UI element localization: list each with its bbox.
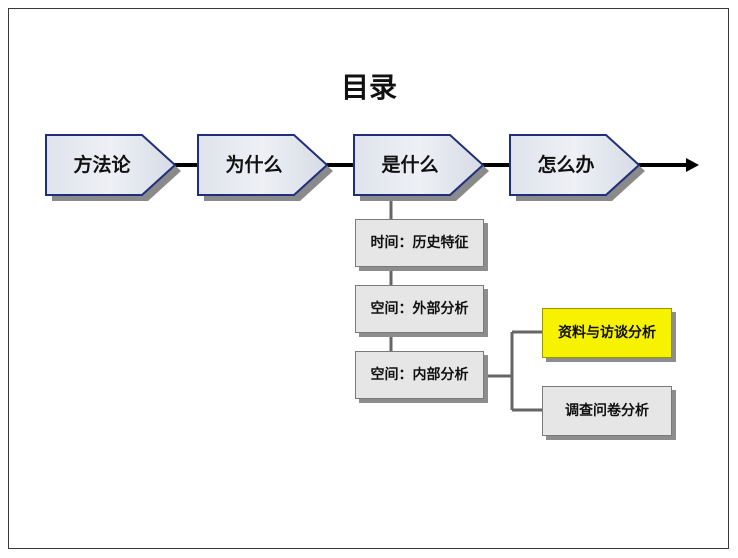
step-label-how: 怎么办 (537, 154, 595, 176)
step-arrow-3 (509, 134, 645, 201)
branch-questionnaire: 调查问卷分析 (542, 386, 672, 436)
sub-item-external: 空间：外部分析 (355, 285, 484, 333)
step-label-methodology: 方法论 (73, 154, 131, 176)
step-arrow-0 (45, 134, 181, 201)
sub-item-internal: 空间：内部分析 (355, 351, 484, 399)
branch-document-interview: 资料与访谈分析 (542, 308, 672, 358)
step-arrow-2 (353, 134, 489, 201)
timeline-arrowhead (686, 158, 699, 172)
slide-frame (8, 8, 729, 549)
step-label-what: 是什么 (381, 154, 439, 176)
sub-item-history: 时间：历史特征 (355, 219, 484, 267)
step-label-why: 为什么 (225, 154, 283, 176)
page-title: 目录 (340, 71, 397, 104)
step-arrow-1 (197, 134, 333, 201)
